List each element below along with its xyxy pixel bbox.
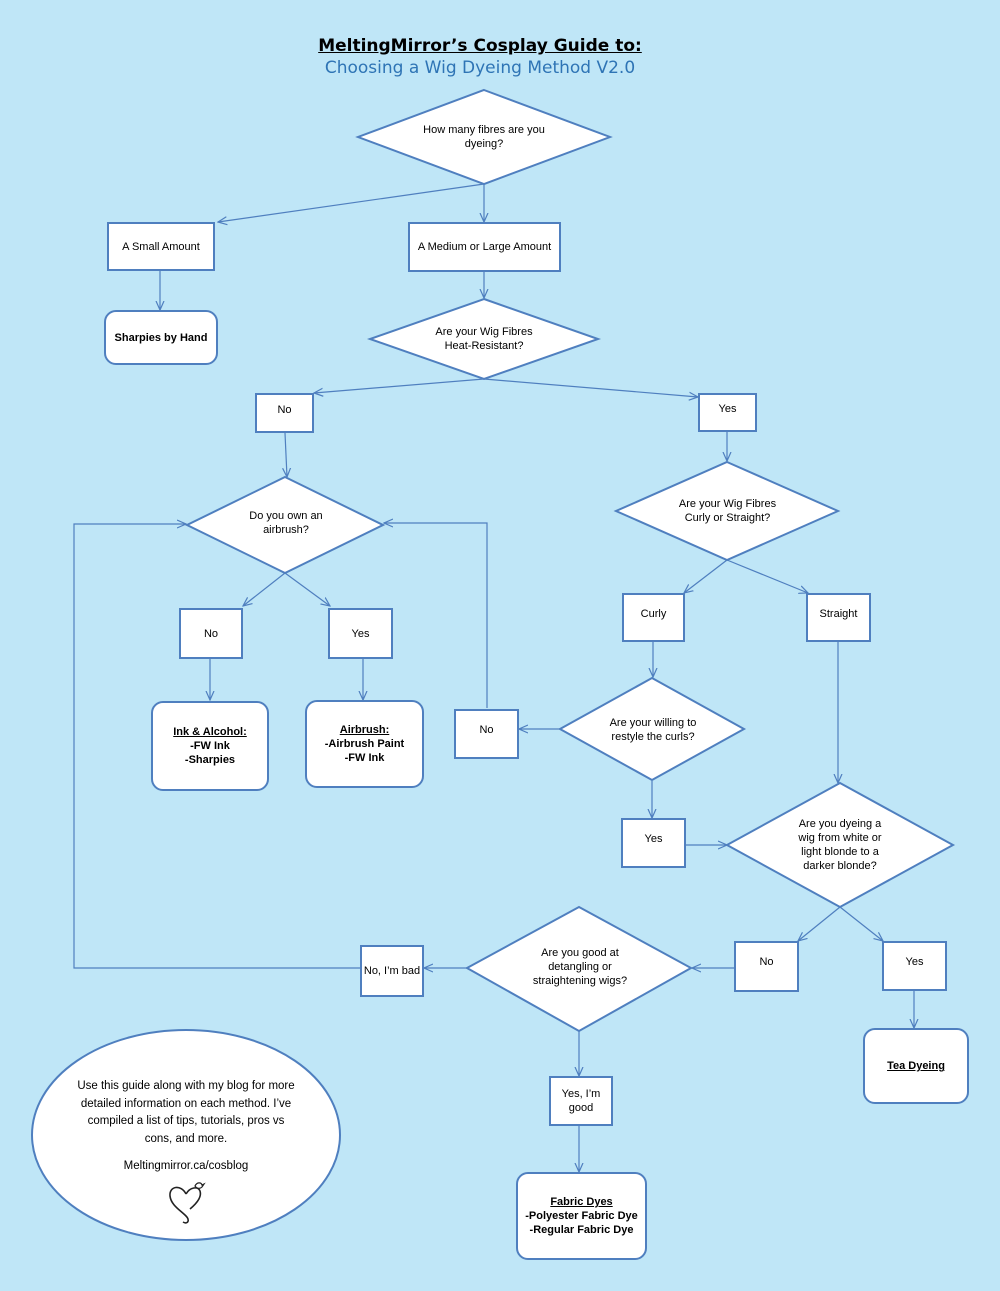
ink-item-1: -FW Ink [190, 740, 230, 752]
box-white-no: No [734, 941, 799, 992]
box-ink-alcohol: Ink & Alcohol: -FW Ink -Sharpies [151, 701, 269, 791]
blog-link[interactable]: Meltingmirror.ca/cosblog [123, 1160, 249, 1172]
box-good: Yes, I’m good [549, 1076, 613, 1126]
decision-fibres-text: How many fibres are you dyeing? [423, 124, 545, 150]
box-small-amount: A Small Amount [107, 222, 215, 271]
box-restyle-yes: Yes [621, 818, 686, 868]
box-medium-large: A Medium or Large Amount [408, 222, 561, 272]
box-airbrush-no: No [179, 608, 243, 659]
ink-item-2: -Sharpies [184, 754, 236, 766]
info-ellipse [31, 1029, 341, 1241]
box-airbrush-yes: Yes [328, 608, 393, 659]
fabric-item-1: -Polyester Fabric Dye [525, 1210, 638, 1222]
box-bad: No, I’m bad [360, 945, 424, 997]
decision-curly-text: Are your Wig Fibres Curly or Straight? [678, 498, 777, 524]
decision-white-text: Are you dyeing a wig from white or light… [798, 818, 882, 872]
decision-detangle-text: Are you good at detangling or straighten… [532, 947, 628, 987]
airbrush-title: Airbrush: [339, 724, 390, 736]
info-text: Use this guide along with my blog for mo… [77, 1080, 295, 1145]
box-fabric-dyes: Fabric Dyes -Polyester Fabric Dye -Regul… [516, 1172, 647, 1260]
page-title: MeltingMirror’s Cosplay Guide to: [318, 36, 642, 56]
airbrush-item-1: -Airbrush Paint [324, 738, 405, 750]
fabric-title: Fabric Dyes [550, 1196, 613, 1208]
fabric-item-2: -Regular Fabric Dye [529, 1224, 634, 1236]
box-sharpies-hand: Sharpies by Hand [104, 310, 218, 365]
box-straight: Straight [806, 593, 871, 642]
box-airbrush-method: Airbrush: -Airbrush Paint -FW Ink [305, 700, 424, 788]
decision-restyle-text: Are your willing to restyle the curls? [609, 717, 697, 743]
decision-airbrush-text: Do you own an airbrush? [249, 510, 323, 536]
box-heat-no: No [255, 393, 314, 433]
decision-restyle [557, 676, 747, 782]
box-white-yes: Yes [882, 941, 947, 991]
box-heat-yes: Yes [698, 393, 757, 432]
box-curly: Curly [622, 593, 685, 642]
box-tea-dyeing: Tea Dyeing [863, 1028, 969, 1104]
box-restyle-no: No [454, 709, 519, 759]
ink-title: Ink & Alcohol: [173, 726, 247, 738]
page-subtitle: Choosing a Wig Dyeing Method V2.0 [324, 58, 636, 78]
decision-heat-text: Are your Wig Fibres Heat-Resistant? [435, 326, 533, 352]
airbrush-item-2: -FW Ink [344, 752, 385, 764]
heart-logo-icon [169, 1182, 206, 1224]
